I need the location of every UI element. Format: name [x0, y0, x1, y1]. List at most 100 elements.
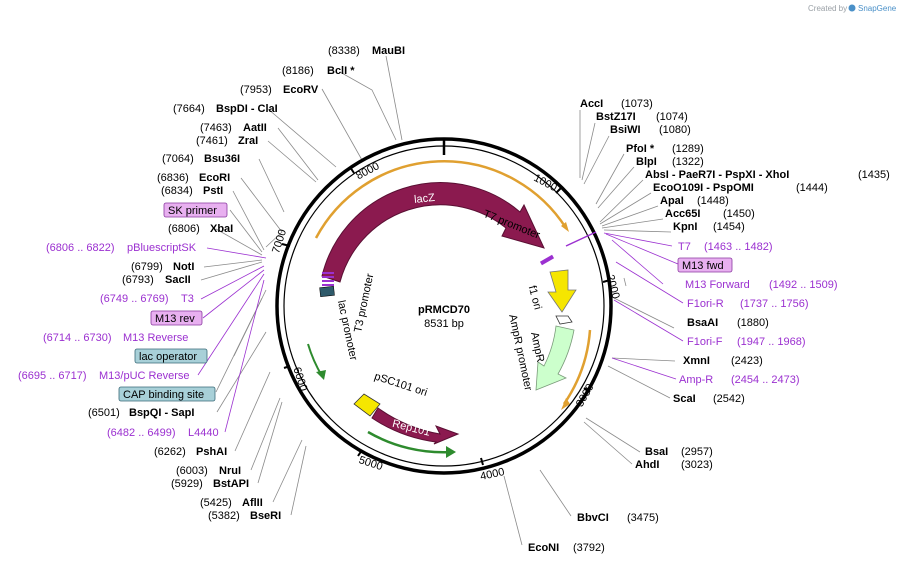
leader-line: [321, 88, 363, 161]
site-name: AbsI - PaeR7I - PspXI - XhoI: [645, 169, 789, 181]
plasmid-name: pRMCD70: [418, 304, 470, 316]
tick-label: 4000: [479, 466, 505, 483]
watermark-prefix: Created by: [808, 4, 847, 13]
ampr-promoter-box: [555, 315, 573, 325]
primer-mark: [322, 272, 334, 274]
f1-ori-feature: f1 ori: [526, 269, 577, 313]
tick-label: 2000: [604, 273, 622, 300]
primer-name: T3: [181, 293, 194, 305]
leader-line: [613, 299, 684, 342]
site-position: (6834): [161, 185, 193, 197]
site-position: (1080): [659, 124, 691, 136]
site-position: (1448): [697, 195, 729, 207]
site-name: BstZ17I: [596, 111, 636, 123]
leader-line: [599, 179, 644, 223]
leader-line: [605, 233, 679, 265]
site-position: (1435): [858, 169, 890, 181]
primer-name: F1ori-F: [687, 336, 723, 348]
leader-line: [267, 140, 317, 183]
primer-position: (1492 .. 1509): [769, 279, 838, 291]
site-name: BspDI - ClaI: [216, 103, 278, 115]
watermark: Created by SnapGene: [808, 4, 897, 13]
site-position: (6793): [122, 274, 154, 286]
site-position: (7463): [200, 122, 232, 134]
site-position: (6799): [131, 261, 163, 273]
lac-promoter-arrowhead: [316, 370, 326, 380]
site-position: (1073): [621, 98, 653, 110]
site-name: AflII: [242, 497, 263, 509]
primer-leader-lines: [197, 232, 684, 433]
site-name: BseRI: [250, 510, 281, 522]
leader-line: [611, 357, 677, 380]
site-position: (2423): [731, 355, 763, 367]
primer-name: M13/pUC Reverse: [99, 370, 189, 382]
orange-arrowhead: [561, 398, 570, 410]
leader-line: [601, 205, 659, 227]
tick-mark: [281, 243, 291, 247]
leader-line: [290, 445, 307, 516]
leader-line: [583, 421, 633, 465]
site-position: (1454): [713, 221, 745, 233]
tick-mark: [283, 365, 291, 369]
leader-line: [215, 297, 263, 393]
leader-line: [250, 397, 281, 471]
site-position: (7064): [162, 153, 194, 165]
site-name: BspQI - SapI: [129, 407, 194, 419]
primer-position: (1947 .. 1968): [737, 336, 806, 348]
site-name: SacII: [165, 274, 191, 286]
t3-promoter-label: T3 promoter: [352, 272, 376, 333]
leader-line: [385, 55, 403, 141]
site-name: BclI *: [327, 65, 355, 77]
site-name: BsaAI: [687, 317, 718, 329]
primer-mark: [322, 284, 334, 286]
primer-name: Amp-R: [679, 374, 713, 386]
leader-line: [202, 269, 265, 319]
primer-name: pBluescriptSK: [127, 242, 197, 254]
site-name: BsiWI: [610, 124, 641, 136]
lac-operator-box: [134, 348, 208, 364]
psc101-ori-label: pSC101 ori: [373, 371, 429, 399]
site-name: BsaI: [645, 446, 668, 458]
leader-line: [200, 265, 265, 300]
site-position: (5382): [208, 510, 240, 522]
snapgene-logo-icon: [848, 4, 856, 12]
leader-line: [277, 127, 319, 181]
site-position: (3792): [573, 542, 605, 554]
leader-line: [272, 439, 303, 503]
primer-mark: [322, 280, 334, 282]
primer-name: L4440: [188, 427, 219, 439]
site-position: (8338): [328, 45, 360, 57]
leader-line: [216, 331, 267, 413]
primer-mark: [565, 231, 597, 247]
sk-primer-label: SK primer: [168, 205, 217, 217]
promoter-arrows: [307, 343, 456, 458]
right-labels: AccI (1073) BstZ17I (1074) BsiWI (1080) …: [528, 98, 890, 554]
site-position: (5425): [200, 497, 232, 509]
site-position: (6501): [88, 407, 120, 419]
primer-position: (6806 .. 6822): [46, 242, 115, 254]
site-name: Acc65I: [665, 208, 700, 220]
site-name: PshAI: [196, 446, 227, 458]
leader-line: [224, 279, 265, 433]
tick-mark: [583, 387, 591, 393]
psc101-promoter-arrow: [367, 430, 453, 454]
primer-name: M13 Reverse: [123, 332, 188, 344]
orange-arcs: [314, 160, 592, 410]
primer-name: F1ori-R: [687, 298, 724, 310]
leader-line: [206, 247, 267, 259]
leader-line: [258, 158, 285, 213]
tick-label: 1000: [532, 172, 559, 194]
t7-primer-mark: [539, 254, 555, 266]
leader-line: [611, 357, 676, 362]
site-name: EcoRI: [199, 172, 230, 184]
tick-mark: [555, 187, 562, 194]
cap-site-block: [319, 286, 335, 297]
f1-ori-arrow: [547, 269, 577, 313]
leader-line: [232, 190, 265, 251]
site-name: XmnI: [683, 355, 710, 367]
tick-mark: [357, 449, 363, 457]
leader-line: [583, 135, 610, 185]
lac-operator-label: lac operator: [139, 351, 197, 363]
site-name: EcoRV: [283, 84, 319, 96]
backbone: [275, 137, 613, 475]
